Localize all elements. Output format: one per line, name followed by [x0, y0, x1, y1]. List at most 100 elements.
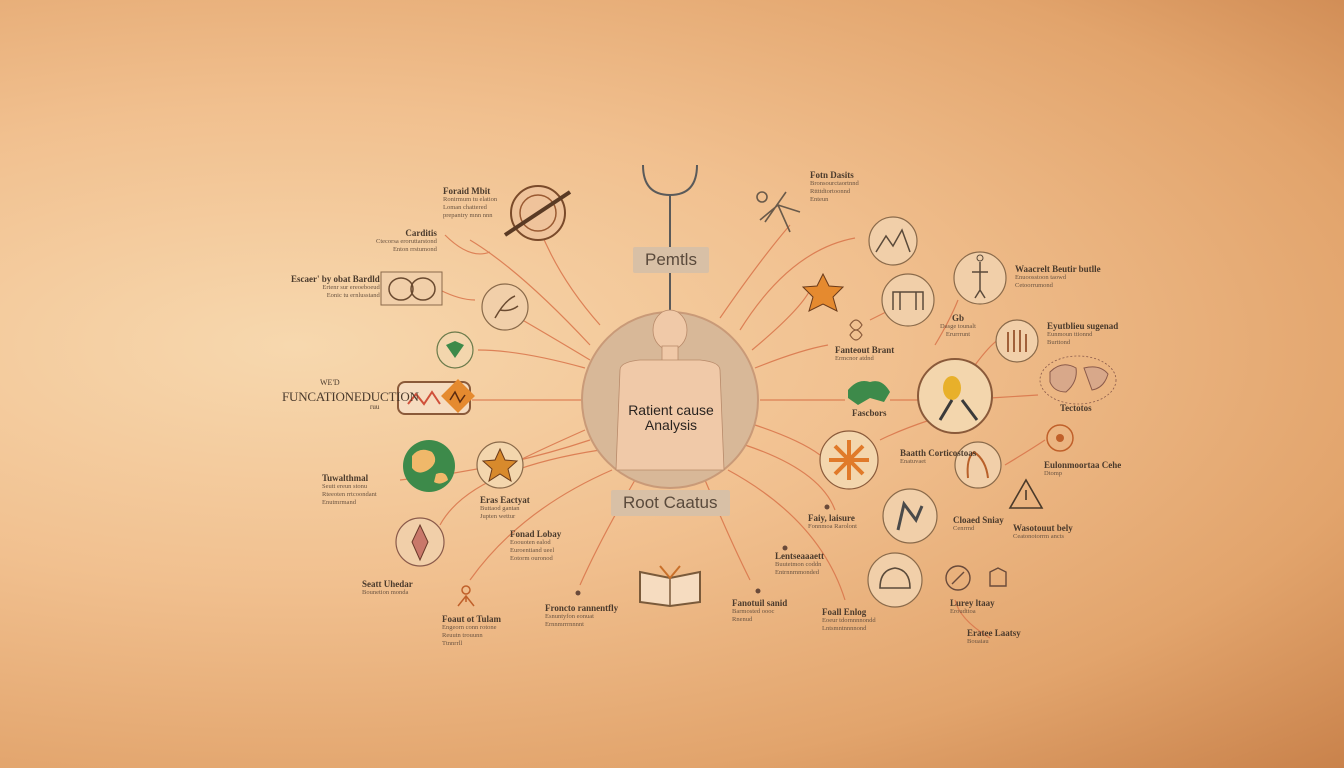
heading-main: FUNCATIONEDUCTION	[282, 389, 419, 404]
annotation-title: Tuwalthmal	[322, 473, 369, 483]
connector-line	[477, 349, 586, 369]
annotation-sub: Bouaiau	[967, 638, 989, 645]
connector-line	[934, 299, 959, 346]
connector-line	[469, 239, 591, 346]
connector-line	[879, 419, 931, 441]
annotation-sub: Ttnnrrll	[442, 640, 463, 647]
annotation-sub: Eoeur tdornnnnondd	[822, 617, 876, 624]
annotation-sub: Eunmoun ttionnd	[1047, 331, 1093, 338]
annotation-sub: Erurrrunt	[945, 331, 971, 338]
annotation-sub: prepantry mnn nnn	[443, 212, 493, 219]
connector-line	[989, 394, 1039, 399]
globe-icon	[403, 440, 455, 492]
connector-line	[739, 237, 856, 331]
annotation-sub: Enatuvaet	[900, 458, 926, 465]
annotation-title: Lentseaaaett	[775, 551, 824, 561]
heading-small: WE'D	[320, 378, 340, 387]
pulse-figure-icon	[457, 585, 475, 607]
annotation-title: Foaut ot Tulam	[442, 614, 502, 624]
star-cross-icon	[819, 430, 879, 490]
bottom-box-label: Root Caatus	[611, 490, 730, 516]
annotation-sub: Esnuntyfon eonuat	[545, 613, 594, 620]
connector-line	[469, 469, 613, 581]
world-globe-icon	[848, 381, 890, 405]
annotation-title: Cloaed Sniay	[953, 515, 1004, 525]
heading-sub: ruu	[370, 403, 380, 411]
annotation-title: Gb	[951, 313, 964, 323]
connector-line	[954, 599, 991, 639]
anatomy-heart-icon	[395, 517, 445, 567]
annotation-title: Tectotos	[1060, 403, 1092, 413]
pair-icons	[945, 565, 1007, 591]
annotation-sub: Loman chattered	[443, 204, 487, 211]
annotation-sub: Ertenr sur ereoeboeud	[322, 284, 380, 291]
annotation: Fascbors	[852, 408, 887, 418]
mountain-chart-icon	[868, 216, 918, 266]
annotation-sub: Buttaod gantan	[480, 505, 520, 512]
flower-icon	[1046, 424, 1074, 452]
annotation-sub: Enteun	[810, 196, 829, 203]
annotation-sub: Cetoorrumond	[1015, 282, 1053, 289]
lab-jar-icon	[867, 552, 923, 608]
lungs-icon	[380, 271, 443, 306]
annotation-sub: Bounetion monda	[362, 589, 409, 596]
person-figure	[615, 309, 725, 471]
claw-icon	[882, 488, 938, 544]
annotation-sub: Ctecorsa eroruttarstond	[376, 238, 437, 245]
annotation-sub: Reuutn trouunn	[442, 632, 483, 639]
center-label: Ratient cause Analysis	[628, 402, 714, 433]
connector-line	[754, 344, 829, 369]
connector-line	[719, 224, 791, 319]
annotation-title: Fotn Dasits	[810, 170, 854, 180]
annotation-sub: Ronirmum tu elation	[443, 196, 498, 203]
sliced-fruit-icon	[503, 185, 572, 241]
open-book-icon	[639, 565, 701, 608]
running-figure-icon	[756, 191, 801, 233]
connector-line	[754, 424, 821, 456]
annotation-title: Lurey ltaay	[950, 598, 995, 608]
heart-rate-monitor-icon	[397, 379, 475, 415]
plant-stem-icon	[481, 283, 529, 331]
annotation-sub: Dasge tounalt	[940, 323, 976, 330]
annotation-sub: Fonnmoa Rarolont	[808, 523, 857, 530]
annotation-sub: Eonic tu ernlusstand	[326, 292, 380, 299]
annotation-sub: Entrnnrnmonded	[775, 569, 820, 576]
star-badge-icon	[801, 272, 845, 312]
connector-line	[751, 289, 811, 351]
annotation-sub: Ernnmrrrnnnnt	[545, 621, 584, 628]
annotation-sub: Rteeoten rrtcoondant	[322, 491, 377, 498]
annotation-sub: Burttond	[1047, 339, 1071, 346]
annotation-title: Fanotuil sanid	[732, 598, 788, 608]
connector-line	[539, 229, 601, 326]
connector-line	[1004, 439, 1046, 466]
annotation-title: Eyutblieu sugenad	[1047, 321, 1119, 331]
top-box-label: Pemtls	[633, 247, 709, 273]
annotation-title: Fascbors	[852, 408, 887, 418]
annotation-sub: Eoouoten ealod	[510, 539, 551, 546]
annotation-title: Fanteout Brant	[835, 345, 895, 355]
person-outline-icon	[953, 251, 1007, 305]
starfish-icon	[476, 441, 524, 489]
annotation-title: Froncto rannentfly	[545, 603, 619, 613]
annotation-title: Escaer' by obat Bardld	[291, 274, 380, 284]
annotation-sub: Eroudttoa	[950, 608, 976, 615]
molecule-icon	[436, 331, 474, 369]
annotation-sub: Ermcnor atdnd	[835, 355, 874, 362]
